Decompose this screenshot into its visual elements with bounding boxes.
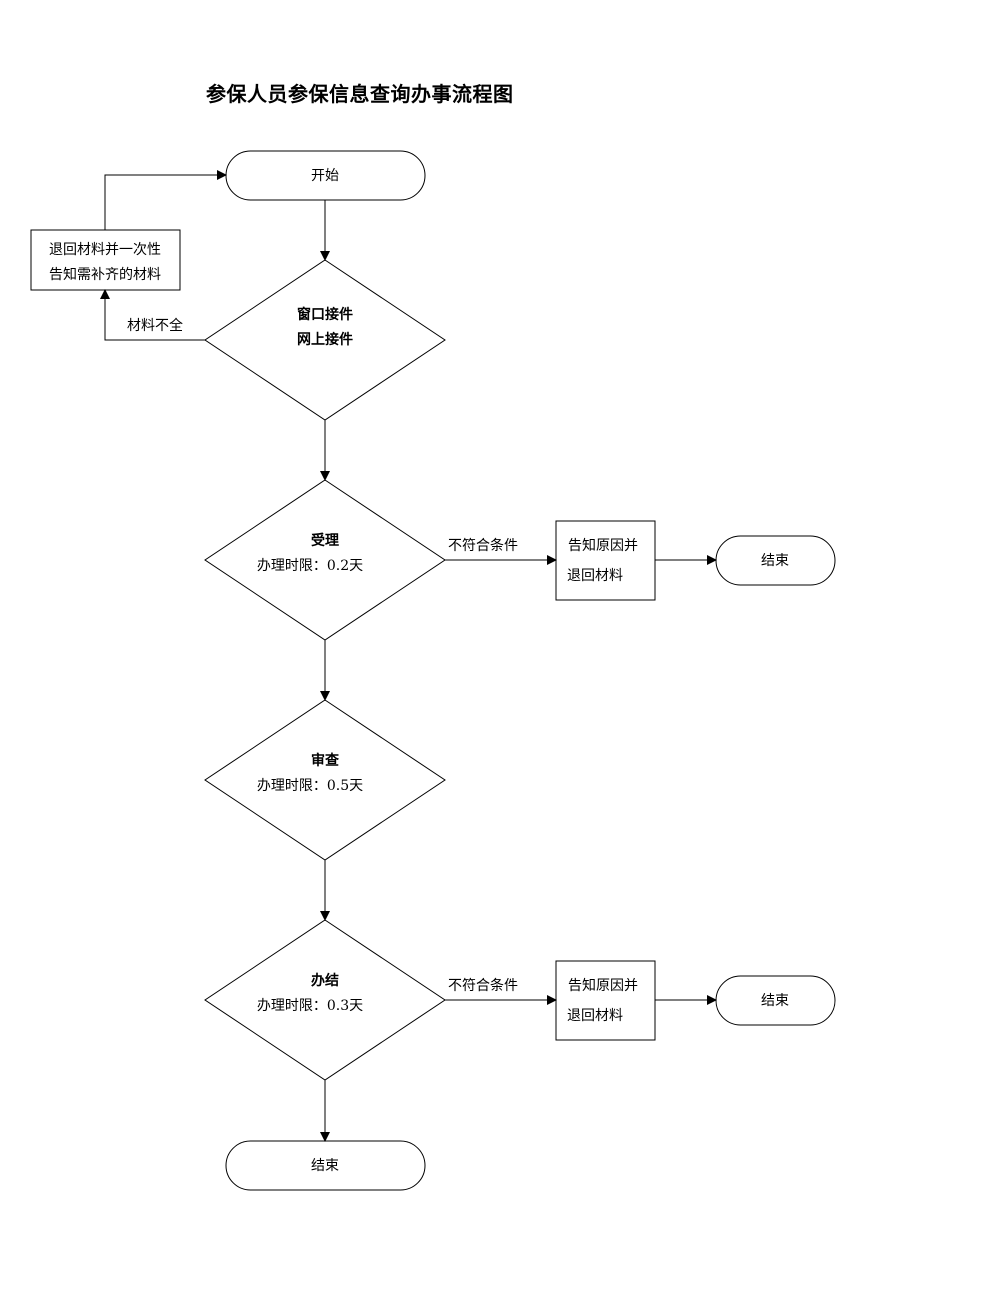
edge-label-incomplete: 材料不全	[127, 318, 183, 334]
return-box-line-1: 退回材料并一次性	[49, 242, 161, 258]
reject-box-2-line-1: 告知原因并	[568, 978, 638, 994]
start-label: 开始	[311, 168, 339, 184]
end-2-label: 结束	[761, 993, 789, 1009]
reject-box-2-line-2: 退回材料	[567, 1008, 623, 1024]
review-label: 审查	[311, 753, 339, 769]
edge-label-not-meet-1: 不符合条件	[448, 538, 518, 554]
edge-label-not-meet-2: 不符合条件	[448, 978, 518, 994]
review-time-limit: 办理时限：0.5天	[256, 778, 364, 794]
reject-box-1	[555, 520, 656, 601]
return-box-line-2: 告知需补齐的材料	[49, 267, 161, 283]
edge-intake-to-return	[100, 289, 205, 341]
accept-label: 受理	[311, 533, 339, 549]
accept-time-limit: 办理时限：0.2天	[256, 558, 364, 574]
page-title: 参保人员参保信息查询办事流程图	[206, 82, 514, 106]
reject-box-1-line-1: 告知原因并	[568, 538, 638, 554]
end-final-label: 结束	[311, 1158, 339, 1174]
edge-return-to-start	[104, 170, 227, 230]
intake-label-online: 网上接件	[297, 332, 353, 348]
reject-box-2	[555, 960, 656, 1041]
end-1-label: 结束	[761, 553, 789, 569]
reject-box-1-line-2: 退回材料	[567, 568, 623, 584]
complete-time-limit: 办理时限：0.3天	[256, 998, 364, 1014]
complete-label: 办结	[311, 973, 339, 989]
intake-label-window: 窗口接件	[297, 307, 353, 323]
